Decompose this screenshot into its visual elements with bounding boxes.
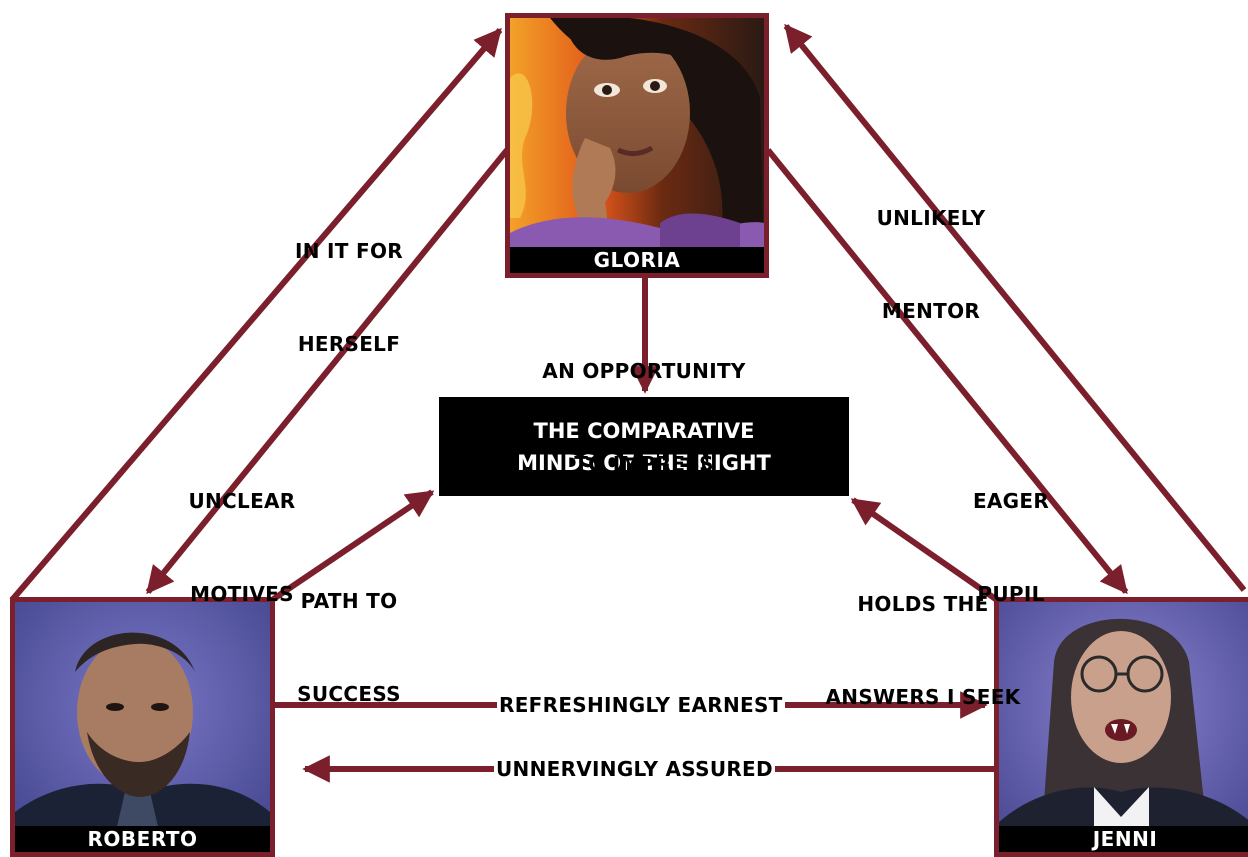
arrow-roberto-to-central xyxy=(270,489,435,603)
gloria-portrait: GLORIA xyxy=(505,13,769,278)
arrow-gloria-to-jenni xyxy=(765,148,1129,595)
label-unlikely-mentor: UNLIKELY MENTOR xyxy=(876,206,986,323)
central-title-line-2: MINDS OF THE NIGHT xyxy=(517,450,771,475)
roberto-portrait: ROBERTO xyxy=(10,597,275,857)
roberto-nameplate: ROBERTO xyxy=(15,826,270,852)
arrow-jenni-to-gloria xyxy=(783,23,1247,592)
arrow-jenni-to-central xyxy=(850,497,999,603)
gloria-painting xyxy=(510,18,764,273)
label-path-to-success: PATH TO SUCCESS xyxy=(297,589,401,706)
arrow-gloria-to-roberto xyxy=(145,148,510,595)
jenni-nameplate: JENNI xyxy=(999,826,1248,852)
label-refreshingly-earnest: REFRESHINGLY EARNEST xyxy=(497,690,785,721)
roberto-painting xyxy=(15,602,270,852)
arrow-roberto-to-gloria xyxy=(9,27,503,602)
central-title-line-1: THE COMPARATIVE xyxy=(533,418,755,443)
label-eager-pupil: EAGER PUPIL xyxy=(972,489,1050,606)
label-unnervingly-assured: UNNERVINGLY ASSURED xyxy=(494,754,775,785)
label-unclear-motives: UNCLEAR MOTIVES xyxy=(188,489,296,606)
gloria-nameplate: GLORIA xyxy=(510,247,764,273)
jenni-portrait: JENNI xyxy=(994,597,1248,857)
label-holds-the-answers: HOLDS THE ANSWERS I SEEK xyxy=(825,592,1021,709)
central-concept-box: THE COMPARATIVE MINDS OF THE NIGHT xyxy=(439,397,849,496)
label-opportunity-to-impress: AN OPPORTUNITY TO IMPRESS xyxy=(542,359,746,476)
label-in-it-for-herself: IN IT FOR HERSELF xyxy=(295,239,403,356)
